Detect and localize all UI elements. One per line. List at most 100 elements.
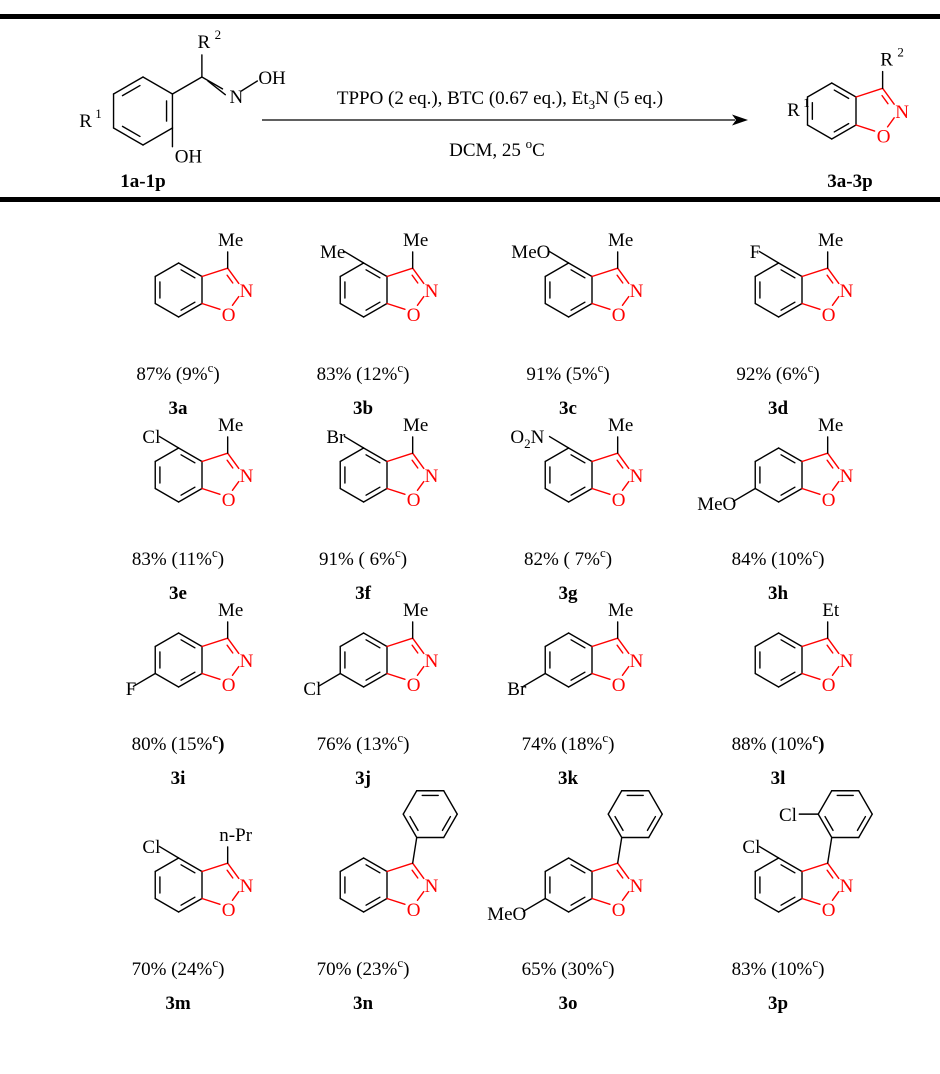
bond <box>201 487 221 496</box>
bond <box>801 862 829 873</box>
bond <box>362 857 388 873</box>
bond <box>386 302 406 311</box>
yield-label: 80% (15%c) <box>132 730 225 755</box>
bond <box>826 836 833 864</box>
yield-label: 91% (5%c) <box>526 360 609 385</box>
bond <box>831 295 840 306</box>
hydroxyl-label: OH <box>258 68 286 89</box>
bond <box>621 295 630 306</box>
double-bond <box>826 274 834 284</box>
r1-label: R <box>787 100 800 121</box>
bond <box>826 452 840 470</box>
bond <box>831 480 840 491</box>
bond <box>386 897 406 906</box>
bond <box>411 836 418 864</box>
product-label: 3a-3p <box>827 171 872 192</box>
bond <box>648 790 663 815</box>
yield-label: 76% (13%c) <box>317 730 410 755</box>
double-bond <box>780 639 796 649</box>
nitrogen-atom: N <box>229 87 243 108</box>
bond <box>607 790 623 815</box>
double-bond <box>226 644 234 654</box>
bond <box>177 447 203 463</box>
c3-substituent-label: Me <box>403 600 428 621</box>
oxygen-atom: O <box>612 675 626 696</box>
bond <box>177 672 203 688</box>
bond <box>231 295 240 306</box>
compound-label: 3k <box>558 768 579 789</box>
bond <box>801 267 829 278</box>
bond <box>362 302 388 318</box>
bond <box>801 487 821 496</box>
double-bond <box>833 122 850 133</box>
yield-label: 82% ( 7%c) <box>524 545 612 570</box>
bond <box>732 487 756 503</box>
bond <box>154 487 180 503</box>
bond <box>154 857 180 873</box>
double-bond <box>121 84 141 97</box>
double-bond <box>180 454 196 464</box>
bond <box>362 672 388 688</box>
oxygen-atom: O <box>407 305 421 326</box>
bond <box>402 813 418 839</box>
bond <box>758 845 780 859</box>
bond <box>607 813 623 839</box>
bond <box>858 813 873 839</box>
bond <box>616 862 630 880</box>
yield-label: 70% (24%c) <box>132 955 225 980</box>
double-bond <box>365 301 381 311</box>
bond <box>522 897 546 913</box>
bond <box>777 672 803 688</box>
bond <box>177 302 203 318</box>
double-bond <box>826 459 834 469</box>
nitrogen-atom: N <box>630 876 644 897</box>
bond <box>855 124 876 132</box>
compound-label: 3n <box>353 993 374 1014</box>
double-bond <box>121 125 141 138</box>
bond <box>544 857 570 873</box>
bond <box>416 665 425 676</box>
bond <box>591 672 611 681</box>
bond <box>171 76 203 95</box>
bond <box>591 862 619 873</box>
yield-label: 87% (9%c) <box>136 360 219 385</box>
bond <box>801 672 821 681</box>
r2-label: R <box>198 32 211 53</box>
double-bond <box>365 454 381 464</box>
phenol-oh-label: OH <box>175 147 203 168</box>
yield-label: 84% (10%c) <box>732 545 825 570</box>
bond <box>826 862 840 880</box>
bond <box>362 447 388 463</box>
c3-substituent-label: Me <box>608 230 633 251</box>
bond <box>411 267 425 285</box>
bond <box>231 890 240 901</box>
bond <box>226 452 240 470</box>
c3-substituent-label: Me <box>818 230 843 251</box>
bond <box>567 262 593 278</box>
bond <box>226 267 240 285</box>
bond <box>548 435 570 449</box>
double-bond <box>646 815 657 832</box>
double-bond <box>570 864 586 874</box>
bond <box>567 487 593 503</box>
bond <box>201 267 229 278</box>
double-bond <box>365 896 381 906</box>
bond <box>132 672 156 688</box>
oxygen-atom: O <box>222 900 236 921</box>
bond <box>158 435 180 449</box>
bond <box>177 897 203 913</box>
oxygen-atom: O <box>612 900 626 921</box>
bond <box>567 302 593 318</box>
bond <box>858 790 873 815</box>
r2-superscript: 2 <box>215 27 222 42</box>
double-bond <box>570 671 586 681</box>
bond <box>544 447 570 463</box>
oxygen-atom: O <box>822 490 836 511</box>
double-bond <box>365 486 381 496</box>
